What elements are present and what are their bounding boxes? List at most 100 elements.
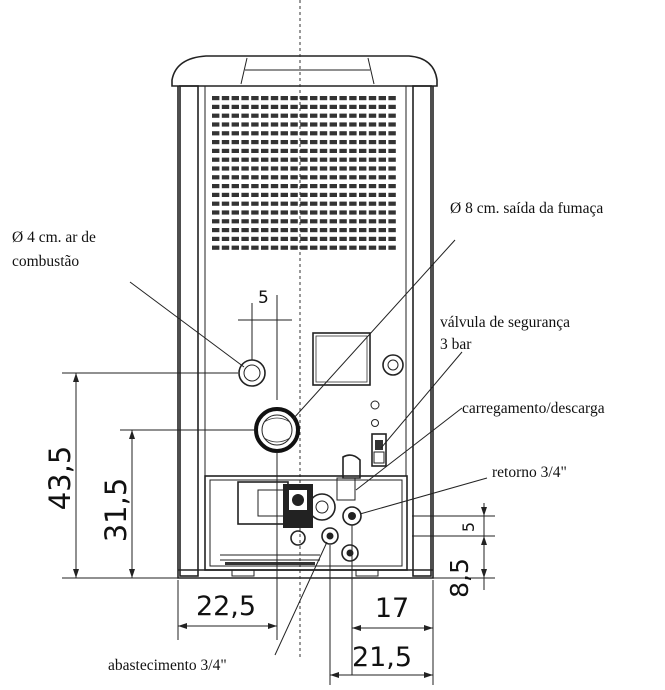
dim-width-supply: 21,5 [352,642,412,673]
grille-slot [290,210,298,215]
grille-slot [310,184,318,189]
grille-slot [261,219,269,224]
grille-slot [359,228,367,233]
gear-wheel [308,493,336,521]
grille-slot [359,210,367,215]
grille-slot [339,192,347,197]
grille-slot [388,184,396,189]
grille-slot [212,131,220,136]
grille-slot [270,140,279,145]
grille-slot [329,104,337,109]
grille-slot [212,219,220,224]
dim-offset-air-inlet: 5 [258,288,269,308]
grille-slot [388,157,396,162]
grille-slot [221,166,230,171]
grille-slot [378,192,386,197]
air-inlet-label-line1: Ø 4 cm. ar de [12,229,96,246]
grille-slot [300,228,308,233]
grille-slot [290,166,298,171]
grille-slot [319,192,328,197]
air-inlet-label-line2: combustão [12,253,79,270]
grille-slot [241,148,249,153]
grille-slot [368,122,377,127]
grille-slot [212,184,220,189]
grille-slot [319,157,328,162]
grille-slot [359,140,367,145]
grille-slot [231,104,239,109]
dim-fitting-spacing: 5 [459,522,478,532]
left-foot [231,569,255,577]
grille-slot [310,192,318,197]
grille-slot [300,148,308,153]
grille-slot [368,96,377,101]
grille-slot [388,175,396,180]
grille-slot [329,184,337,189]
grille-slot [378,201,386,206]
grille-slot [310,236,318,241]
grille-slot [241,96,249,101]
grille-slot [378,228,386,233]
left-side-post [179,85,199,577]
grille-slot [349,166,357,171]
grille-slot [359,96,367,101]
grille-slot [261,175,269,180]
grille-slot [270,113,279,118]
grille-slot [349,219,357,224]
grille-slot [270,219,279,224]
grille-slot [212,157,220,162]
grille-slot [221,140,230,145]
grille-slot [368,104,377,109]
grille-slot [378,131,386,136]
grille-slot [261,131,269,136]
grille-slot [231,140,239,145]
grille-slot [388,122,396,127]
grille-slot [290,104,298,109]
grille-slot [300,140,308,145]
grille-slot [319,201,328,206]
grille-slot [290,236,298,241]
grille-slot [280,175,288,180]
grille-slot [261,122,269,127]
grille-slot [319,140,328,145]
grille-slot [221,210,230,215]
grille-slot [329,228,337,233]
grille-slot [270,192,279,197]
grille-slot [280,201,288,206]
leader-lines [129,239,488,656]
grille-slot [270,201,279,206]
grille-slot [329,219,337,224]
grille-slot [378,148,386,153]
grille-slot [241,236,249,241]
grille-slot [368,131,377,136]
grille-slot [221,96,230,101]
grille-slot [231,131,239,136]
dim-height-fitting: 8,5 [445,558,474,598]
grille-slot [300,175,308,180]
grille-slot [212,104,220,109]
grille-slot [339,96,347,101]
grille-slot [212,192,220,197]
grille-slot [221,157,230,162]
grille-slot [359,122,367,127]
leader-fill-drain [355,407,463,491]
grille-slot [231,175,239,180]
grille-slot [368,148,377,153]
grille-slot [339,236,347,241]
grille-slot [300,219,308,224]
smoke-outlet-label: Ø 8 cm. saída da fumaça [450,200,603,217]
grille-slot [212,122,220,127]
grille-slot [359,219,367,224]
grille-slot [261,166,269,171]
grille-slot [251,210,259,215]
grille-slot [221,131,230,136]
grille-slot [310,210,318,215]
grille-slot [280,228,288,233]
grille-slot [280,122,288,127]
grille-slot [349,201,357,206]
grille-slot [231,148,239,153]
grille-slot [310,96,318,101]
grille-slot [349,148,357,153]
grille-slot [319,104,328,109]
grille-slot [221,192,230,197]
grille-slot [290,140,298,145]
